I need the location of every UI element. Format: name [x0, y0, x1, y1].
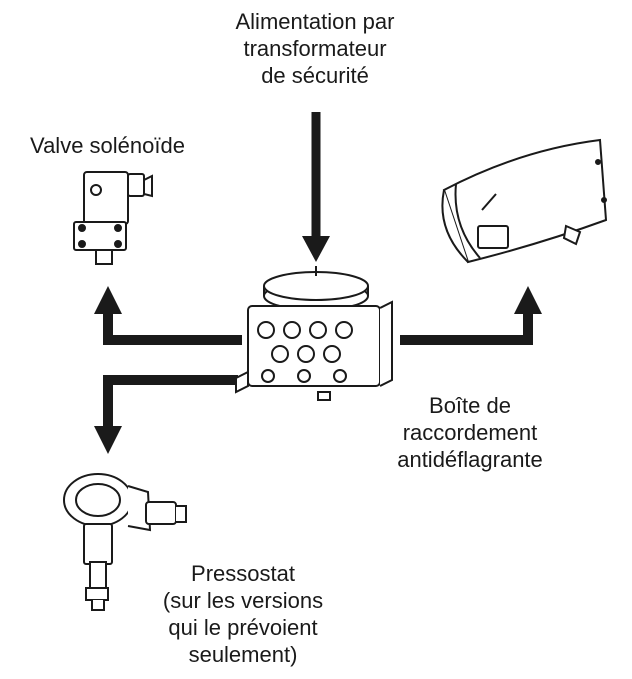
- label-power-line-3: de sécurité: [261, 63, 369, 88]
- label-pressostat-line-3: qui le prévoient: [168, 615, 318, 640]
- label-power-line-2: transformateur: [243, 36, 387, 61]
- label-valve-line-1: Valve solénoïde: [30, 133, 185, 158]
- connector-box-to-valve: [94, 286, 242, 345]
- label-box-line-1: Boîte de: [429, 393, 511, 418]
- label-box-line-3: antidéflagrante: [397, 447, 543, 472]
- label-pressostat-line-4: seulement): [188, 642, 298, 667]
- connector-power-to-box: [302, 112, 330, 262]
- label-pressostat: Pressostat (sur les versions qui le prév…: [128, 560, 358, 668]
- label-power-supply: Alimentation par transformateur de sécur…: [190, 8, 440, 89]
- label-pressostat-line-1: Pressostat: [191, 561, 295, 586]
- connector-box-to-camera: [400, 286, 542, 345]
- label-pressostat-line-2: (sur les versions: [162, 588, 324, 613]
- solenoid-valve-icon: [73, 171, 153, 265]
- connector-box-to-pressostat: [94, 375, 238, 454]
- pressure-switch-icon: [63, 473, 187, 611]
- label-box-line-2: raccordement: [402, 420, 538, 445]
- label-solenoid-valve: Valve solénoïde: [0, 132, 215, 159]
- camera-housing-icon: [441, 138, 608, 264]
- junction-box-icon: [235, 266, 393, 401]
- label-power-line-1: Alimentation par: [235, 9, 395, 34]
- label-junction-box: Boîte de raccordement antidéflagrante: [370, 392, 570, 473]
